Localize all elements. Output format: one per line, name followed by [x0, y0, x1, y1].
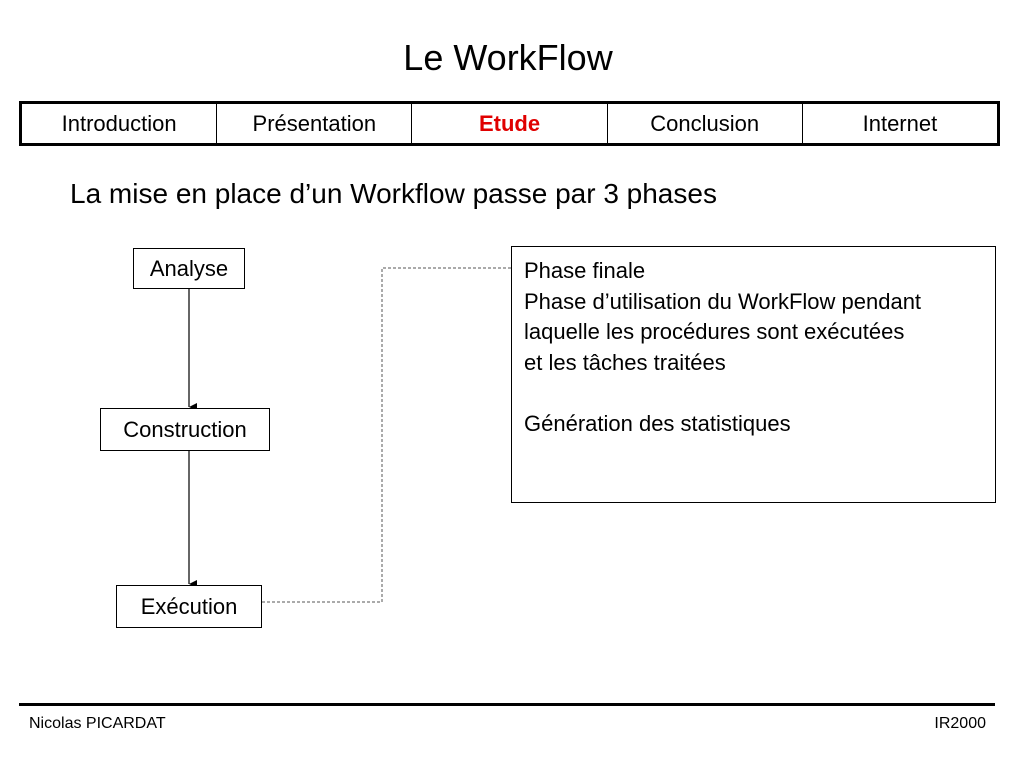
phase-box-text-line: et les tâches traitées [524, 349, 726, 375]
phase-box-text-line: laquelle les procédures sont exécutées [524, 319, 905, 344]
slide-title: Le WorkFlow [403, 37, 613, 78]
footer-divider [19, 703, 995, 706]
phase-box-statistics-line: Génération des statistiques [524, 410, 791, 436]
tab-conclusion[interactable]: Conclusion [608, 104, 803, 143]
phase-finale-box: Phase finale Phase d’utilisation du Work… [511, 246, 996, 503]
tab-internet[interactable]: Internet [862, 110, 938, 136]
phase-box-text-line: Phase d’utilisation du WorkFlow pendant [524, 288, 922, 314]
phase-box-heading: Phase finale [524, 258, 646, 283]
step-construction: Construction [100, 408, 270, 451]
dashed-link-execution-to-phase-box [262, 267, 511, 603]
step-analyse: Analyse [133, 248, 245, 289]
step-execution: Exécution [116, 585, 262, 628]
tab-etude[interactable]: Etude [412, 104, 608, 143]
footer-code: IR2000 [934, 715, 986, 732]
tab-introduction[interactable]: Introduction [22, 104, 218, 143]
footer-author: Nicolas PICARDAT [29, 715, 166, 732]
section-nav: Introduction Présentation Etude Conclusi… [19, 101, 1000, 146]
tab-presentation[interactable]: Présentation [217, 104, 413, 143]
phase-box-spacer [524, 378, 985, 409]
slide-subtitle: La mise en place d’un Workflow passe par… [70, 178, 717, 209]
